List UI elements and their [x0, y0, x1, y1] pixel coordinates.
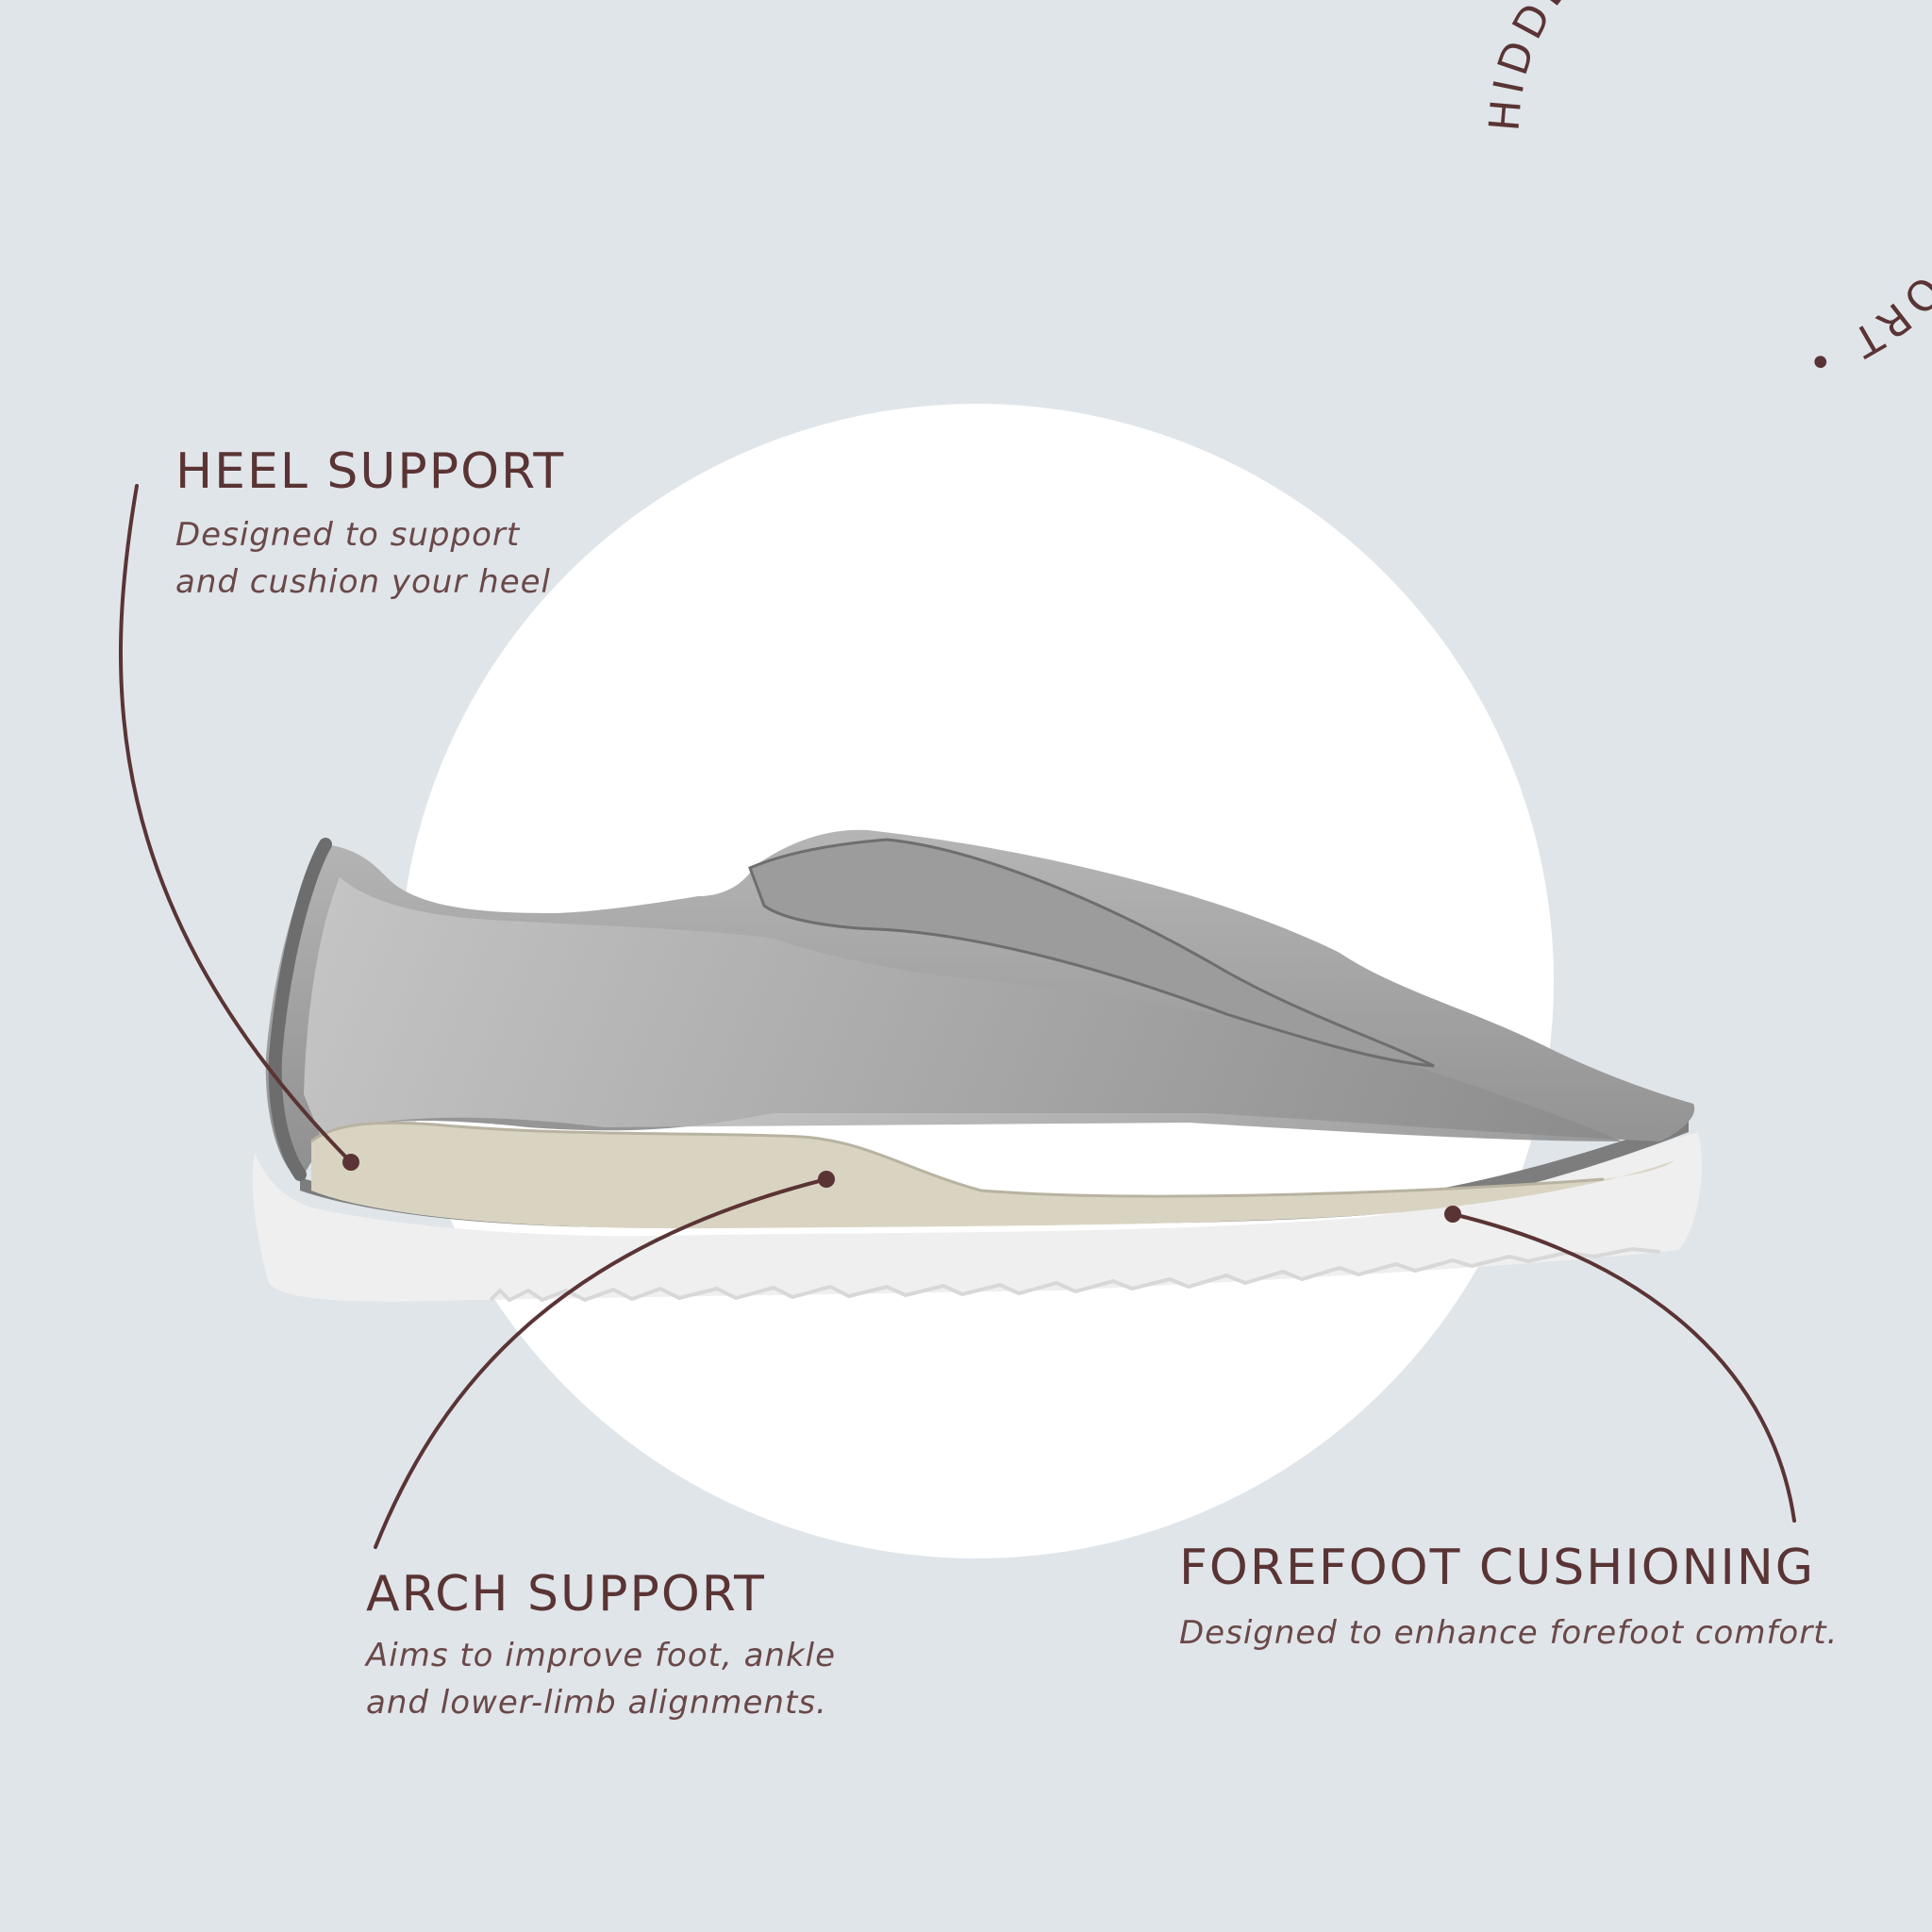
heel-support-title: HEEL SUPPORT — [175, 443, 566, 500]
arch-marker-dot — [818, 1171, 835, 1188]
forefoot-cushioning-description: Designed to enhance forefoot comfort. — [1179, 1609, 1838, 1657]
hidden-support-badge: HIDDEN SUPPORT • HIDDEN SUPPORT • — [1480, 0, 1932, 389]
outsole-tread — [489, 1246, 1661, 1303]
heel-marker-dot — [342, 1154, 359, 1171]
insole-cushion — [311, 1123, 1674, 1229]
badge-text: HIDDEN SUPPORT • HIDDEN SUPPORT • — [1480, 0, 1932, 389]
forefoot-cushioning-title: FOREFOOT CUSHIONING — [1179, 1540, 1816, 1596]
insole-top-edge — [310, 1121, 1605, 1198]
leader-lines — [118, 484, 1796, 1549]
forefoot-leader-line — [1451, 1212, 1796, 1523]
heel-desc-line-2: and cushion your heel — [175, 563, 551, 601]
shoe-cross-section — [252, 829, 1702, 1303]
heel-desc-line-1: Designed to support — [175, 516, 521, 554]
heel-support-description: Designed to support and cushion your hee… — [175, 511, 551, 606]
arch-support-description: Aims to improve foot, ankle and lower-li… — [366, 1632, 836, 1726]
outsole — [252, 1132, 1702, 1302]
heel-leader-line — [118, 484, 353, 1164]
shoe-tongue — [748, 838, 1435, 1068]
forefoot-marker-dot — [1444, 1206, 1461, 1223]
arch-desc-line-1: Aims to improve foot, ankle — [366, 1637, 837, 1674]
shoe-lining — [304, 877, 1623, 1141]
arch-leader-line — [374, 1177, 828, 1549]
forefoot-desc-line-1: Designed to enhance forefoot comfort. — [1179, 1614, 1839, 1652]
heel-counter — [268, 838, 332, 1181]
arch-support-title: ARCH SUPPORT — [366, 1566, 766, 1623]
arch-desc-line-2: and lower-limb alignments. — [366, 1684, 827, 1722]
